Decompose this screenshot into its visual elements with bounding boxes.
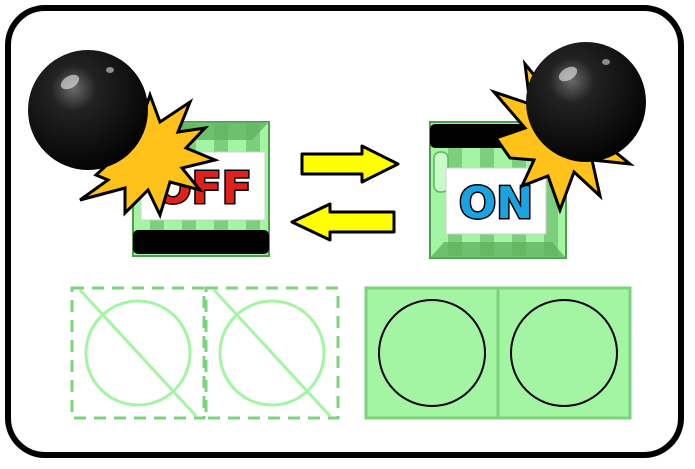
switch-on-bevel bbox=[430, 242, 566, 258]
enabled-slot-1 bbox=[364, 286, 500, 420]
bomb-icon-right bbox=[526, 42, 646, 162]
enabled-slot-icon bbox=[510, 299, 618, 407]
disabled-slot-2 bbox=[204, 286, 340, 420]
disabled-slots bbox=[70, 286, 340, 420]
enabled-slot-2 bbox=[496, 286, 632, 420]
disabled-slot-icon bbox=[218, 299, 326, 407]
disabled-slot-1 bbox=[70, 286, 206, 420]
arrow-right-icon bbox=[300, 144, 400, 184]
bomb-icon-left bbox=[28, 50, 148, 170]
switch-off-indicator-bar bbox=[133, 230, 269, 254]
disabled-slot-icon bbox=[84, 299, 192, 407]
enabled-slots bbox=[364, 286, 632, 420]
switch-on-label: ON bbox=[459, 178, 533, 229]
enabled-slot-icon bbox=[378, 299, 486, 407]
arrow-left-icon bbox=[290, 202, 396, 242]
